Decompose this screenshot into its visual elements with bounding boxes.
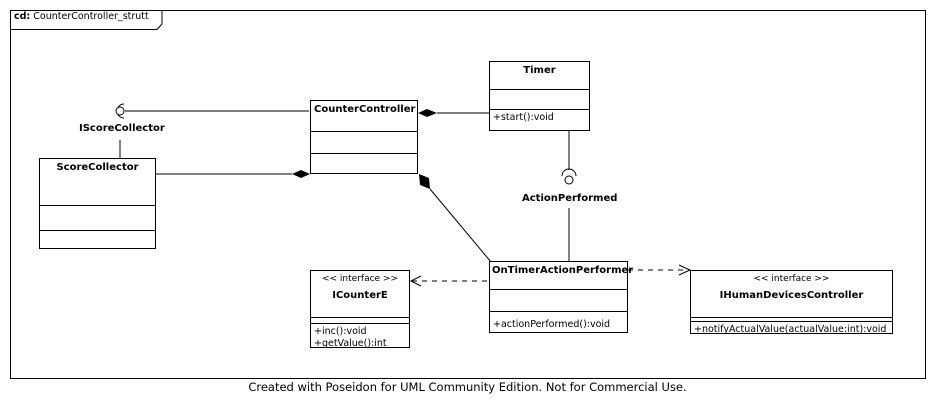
frame-tab: cd: CounterController_strutt xyxy=(10,10,153,24)
op-start: +start():void xyxy=(493,112,554,123)
ontimer-composition-line xyxy=(429,188,492,263)
class-ihuman-name: IHumanDevicesController xyxy=(719,290,864,301)
class-counter-controller-attributes xyxy=(311,131,417,153)
class-timer-operations: +start():void xyxy=(490,109,589,136)
iscore-ball xyxy=(115,106,125,116)
class-ihuman-stereotype: << interface >> xyxy=(753,274,830,284)
class-ihuman-operations: +notifyActualValue(actualValue:int):void xyxy=(691,321,892,341)
op-get-value: +getValue():int xyxy=(314,338,387,349)
class-score-collector-name: ScoreCollector xyxy=(56,162,139,173)
ontimer-composition-diamond xyxy=(419,174,430,189)
class-counter-controller-operations xyxy=(311,153,417,179)
class-timer-attributes xyxy=(490,89,589,109)
class-counter-controller[interactable]: CounterController xyxy=(310,100,418,174)
class-icountere-attributes xyxy=(311,317,409,323)
frame-kind: cd: xyxy=(14,11,31,22)
class-timer-name: Timer xyxy=(523,65,556,76)
class-ontimer-action-performer[interactable]: OnTimerActionPerformer +actionPerformed(… xyxy=(489,261,634,333)
class-ihuman-devices-controller[interactable]: << interface >> IHumanDevicesController … xyxy=(690,270,893,335)
frame-name: CounterController_strutt xyxy=(33,11,149,22)
action-ball xyxy=(564,175,574,185)
class-icountere-name: ICounterE xyxy=(332,290,388,301)
class-ontimer-operations: +actionPerformed():void xyxy=(490,311,627,338)
interface-label-action: ActionPerformed xyxy=(522,193,618,204)
interface-label-iscore: IScoreCollector xyxy=(79,123,165,134)
dependency-icounter-arrow xyxy=(409,275,422,287)
timer-composition-diamond xyxy=(418,109,437,117)
class-timer[interactable]: Timer +start():void xyxy=(489,61,590,131)
op-inc: +inc():void xyxy=(314,326,367,337)
class-icountere-stereotype: << interface >> xyxy=(321,274,399,284)
class-score-collector-operations xyxy=(40,230,155,254)
class-counter-controller-name: CounterController xyxy=(314,104,416,115)
op-notify-actual-value: +notifyActualValue(actualValue:int):void xyxy=(694,324,887,335)
class-score-collector[interactable]: ScoreCollector xyxy=(39,158,156,249)
class-ihuman-attributes xyxy=(691,317,892,321)
class-ontimer-attributes xyxy=(490,289,627,311)
action-socket xyxy=(561,168,577,177)
diagram-frame xyxy=(10,10,926,379)
frame-tab-border xyxy=(10,10,163,30)
footer-watermark: Created with Poseidon for UML Community … xyxy=(248,380,687,394)
op-action-performed: +actionPerformed():void xyxy=(493,319,611,330)
class-icountere[interactable]: << interface >> ICounterE +inc():void +g… xyxy=(310,270,410,349)
class-ontimer-name: OnTimerActionPerformer xyxy=(492,265,634,276)
score-composition-diamond xyxy=(292,170,310,178)
class-icountere-operations: +inc():void +getValue():int xyxy=(311,323,409,357)
class-score-collector-attributes xyxy=(40,205,155,230)
